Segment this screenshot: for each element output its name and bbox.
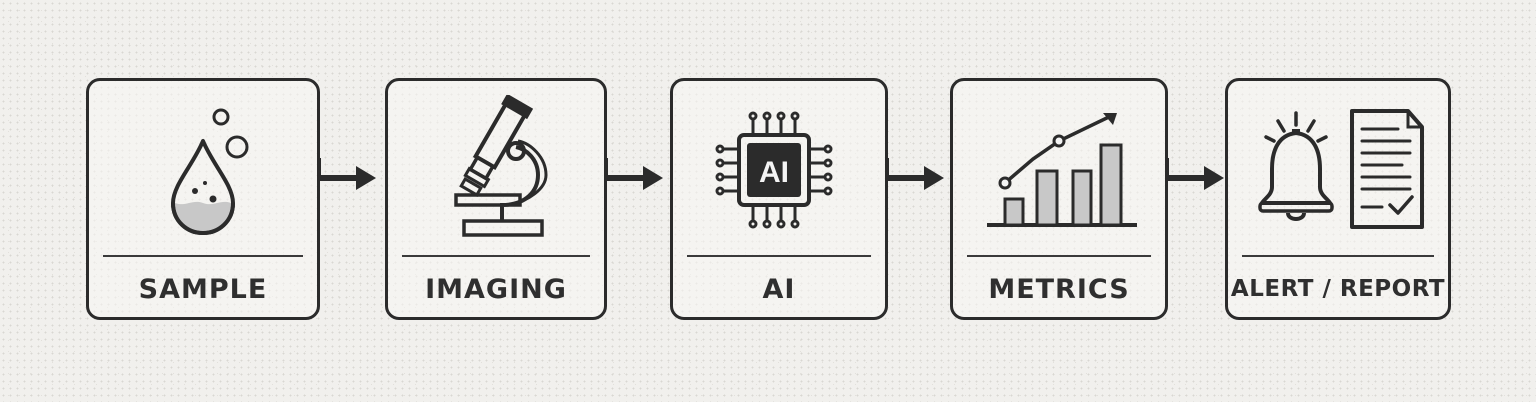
arrow-icon <box>318 158 376 190</box>
arrow-icon <box>886 158 944 190</box>
step-ai-card: AI AI <box>670 78 888 320</box>
ai-chip-icon: AI <box>715 111 833 229</box>
microscope-icon <box>454 95 548 237</box>
card-divider <box>967 255 1151 257</box>
card-divider <box>1242 255 1434 257</box>
step-label-ai: AI <box>762 273 796 305</box>
step-metrics-card: METRICS <box>950 78 1168 320</box>
water-drop-icon <box>171 108 249 236</box>
bar-chart-trend-icon <box>987 113 1137 227</box>
step-sample-card: SAMPLE <box>86 78 320 320</box>
chip-text: AI <box>759 156 789 189</box>
step-label-sample: SAMPLE <box>138 273 268 305</box>
arrow-icon <box>1166 158 1224 190</box>
card-divider <box>687 255 871 257</box>
arrow-icon <box>605 158 663 190</box>
step-imaging-card: IMAGING <box>385 78 607 320</box>
card-divider <box>103 255 303 257</box>
step-label-alert-report: ALERT / REPORT <box>1230 276 1446 302</box>
card-divider <box>402 255 590 257</box>
bell-and-document-icon <box>1258 109 1424 229</box>
step-label-imaging: IMAGING <box>425 273 567 305</box>
step-label-metrics: METRICS <box>988 273 1130 305</box>
step-alert-report-card: ALERT / REPORT <box>1225 78 1451 320</box>
